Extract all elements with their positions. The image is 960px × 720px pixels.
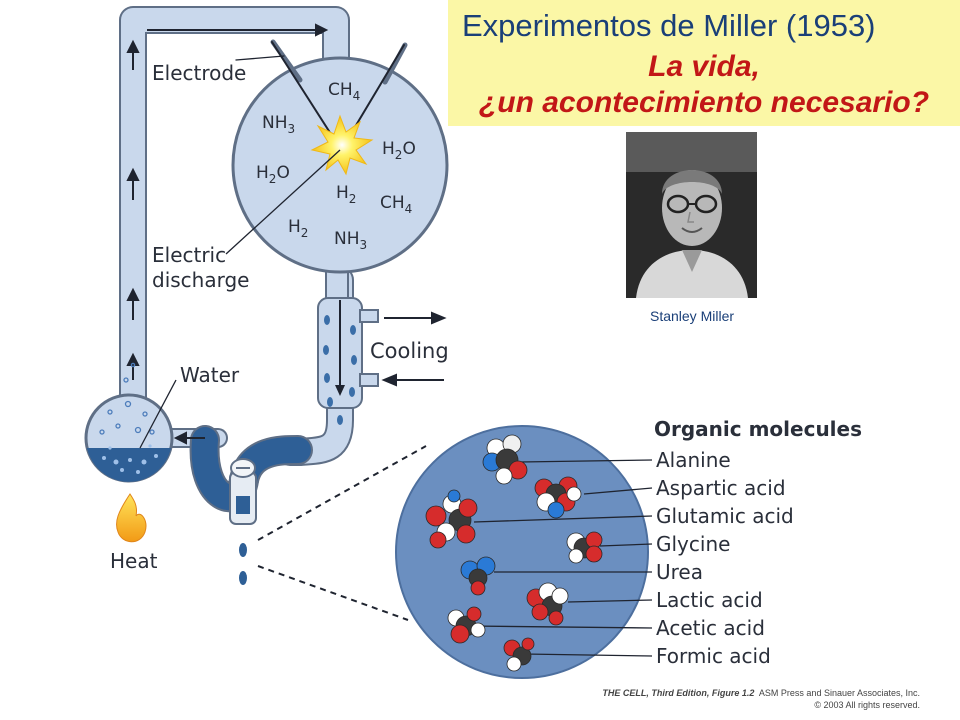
slide-subtitle-line1: La vida,	[648, 50, 760, 83]
discharge-pointer	[225, 149, 341, 255]
label-glycine: Glycine	[656, 532, 730, 556]
molecule-glycine	[566, 531, 603, 564]
molecule-formic-acid	[503, 637, 535, 672]
gas-ch4-sub: 4	[353, 89, 361, 103]
slide-subtitle-line2: ¿un acontecimiento necesario?	[478, 86, 930, 119]
figure-credit: THE CELL, Third Edition, Figure 1.2 ASM …	[602, 688, 920, 698]
molecule-acetic-acid	[447, 606, 486, 644]
label-heat: Heat	[110, 549, 158, 573]
label-acetic-acid: Acetic acid	[656, 616, 765, 640]
water-pointer	[139, 379, 177, 449]
organic-heading: Organic molecules	[654, 417, 862, 441]
label-electric: Electric	[152, 243, 226, 267]
molecule-aspartic-acid	[534, 476, 582, 519]
portrait-photo	[626, 132, 757, 298]
credit-book: THE CELL, Third Edition, Figure 1.2	[602, 688, 755, 698]
gas-labels: CH4 NH3 H2O H2O H2 CH4 H2 NH3	[256, 80, 416, 252]
credit-copyright: © 2003 All rights reserved.	[814, 700, 920, 710]
cooling-arrows	[381, 311, 447, 387]
molecule-urea	[460, 556, 496, 596]
portrait-caption: Stanley Miller	[649, 308, 735, 324]
boiling-flask	[84, 362, 174, 483]
condenser	[317, 297, 379, 425]
stanley-miller-portrait	[626, 132, 757, 298]
label-electrode: Electrode	[152, 61, 246, 85]
label-urea: Urea	[656, 560, 703, 584]
molecule-lactic-acid	[526, 582, 569, 626]
molecule-labels: Alanine Aspartic acid Glutamic acid Glyc…	[656, 448, 794, 668]
svg-text:H2O: H2O	[256, 163, 290, 186]
credit-publisher: ASM Press and Sinauer Associates, Inc.	[758, 688, 920, 698]
electric-spark	[310, 114, 374, 176]
molecule-pointers	[469, 459, 653, 657]
title-box: Experimentos de Miller (1953) La vida, ¿…	[448, 0, 960, 126]
label-lactic-acid: Lactic acid	[656, 588, 763, 612]
label-aspartic-acid: Aspartic acid	[656, 476, 786, 500]
svg-text:H2O: H2O	[382, 139, 416, 162]
label-water: Water	[180, 363, 240, 387]
label-alanine: Alanine	[656, 448, 731, 472]
zoom-lines	[257, 445, 427, 621]
svg-text:CH4: CH4	[380, 193, 412, 216]
molecule-glutamic-acid	[425, 489, 478, 549]
label-formic-acid: Formic acid	[656, 644, 771, 668]
molecule-alanine	[482, 434, 528, 485]
stopcock	[229, 458, 257, 585]
label-glutamic-acid: Glutamic acid	[656, 504, 794, 528]
slide-title: Experimentos de Miller (1953)	[462, 8, 876, 43]
svg-text:NH3: NH3	[262, 113, 295, 136]
reaction-flask	[231, 56, 449, 274]
label-cooling: Cooling	[370, 339, 449, 363]
svg-text:CH4: CH4	[328, 80, 360, 103]
label-discharge: discharge	[152, 268, 249, 292]
svg-text:NH3: NH3	[334, 229, 367, 252]
flame-icon	[116, 493, 147, 543]
molecule-models	[425, 434, 603, 672]
